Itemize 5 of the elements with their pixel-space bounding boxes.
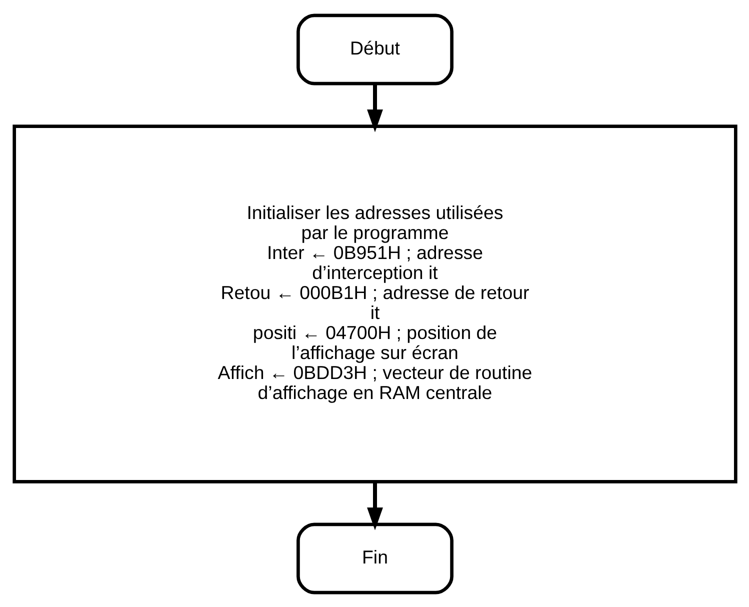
arrow xyxy=(366,481,382,530)
node-box: Fin xyxy=(296,522,453,594)
node-box: Début xyxy=(296,13,453,85)
node-box: Initialiser les adresses utilisées par le programme Inter ← 0B951H ; adresse d’interception it Retou ← 000B1H ; adresse de retour it positi ← 04700H ; position de l’affichage sur écran Affich ← 0BDD3H ; vecteur de routine d’affichage en RAM centrale xyxy=(12,124,737,483)
arrow xyxy=(366,83,382,132)
